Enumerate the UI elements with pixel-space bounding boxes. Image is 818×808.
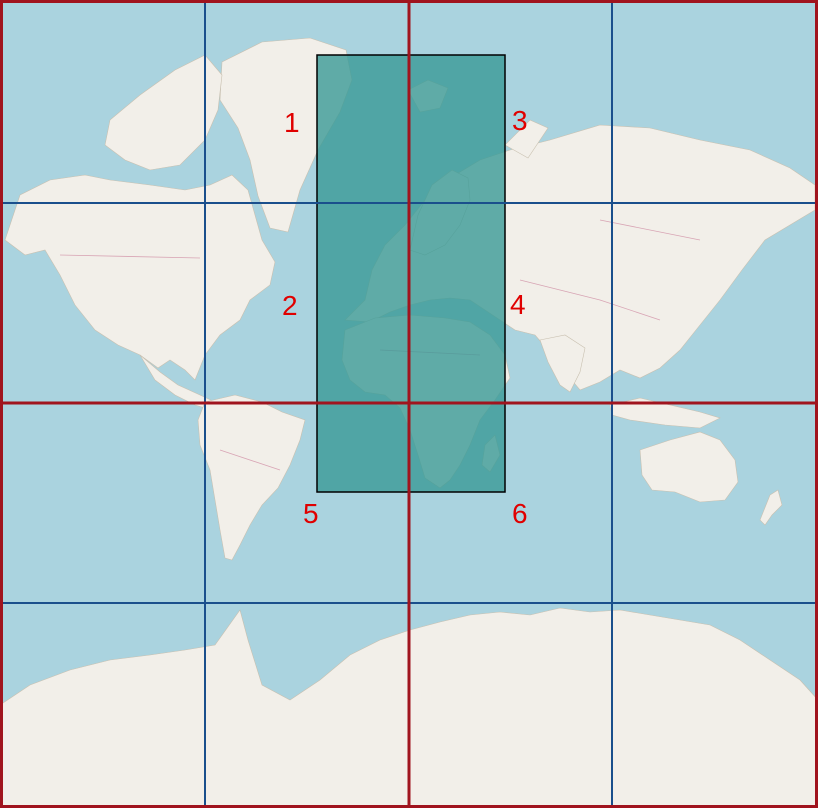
australia	[639, 431, 739, 503]
region-label: 4	[510, 289, 526, 320]
india-peninsula	[539, 334, 586, 393]
region-labels: 1 3 2 4 5 6	[282, 105, 528, 529]
novaya-zemlya	[504, 119, 549, 159]
south-america	[197, 394, 306, 561]
region-label: 5	[303, 498, 319, 529]
region-label: 6	[512, 498, 528, 529]
new-zealand	[759, 489, 783, 526]
region-label: 2	[282, 290, 298, 321]
highlight-area	[316, 54, 506, 493]
region-label: 1	[284, 107, 300, 138]
arctic-islands	[104, 54, 223, 171]
north-america	[4, 174, 276, 381]
region-label: 3	[512, 105, 528, 136]
